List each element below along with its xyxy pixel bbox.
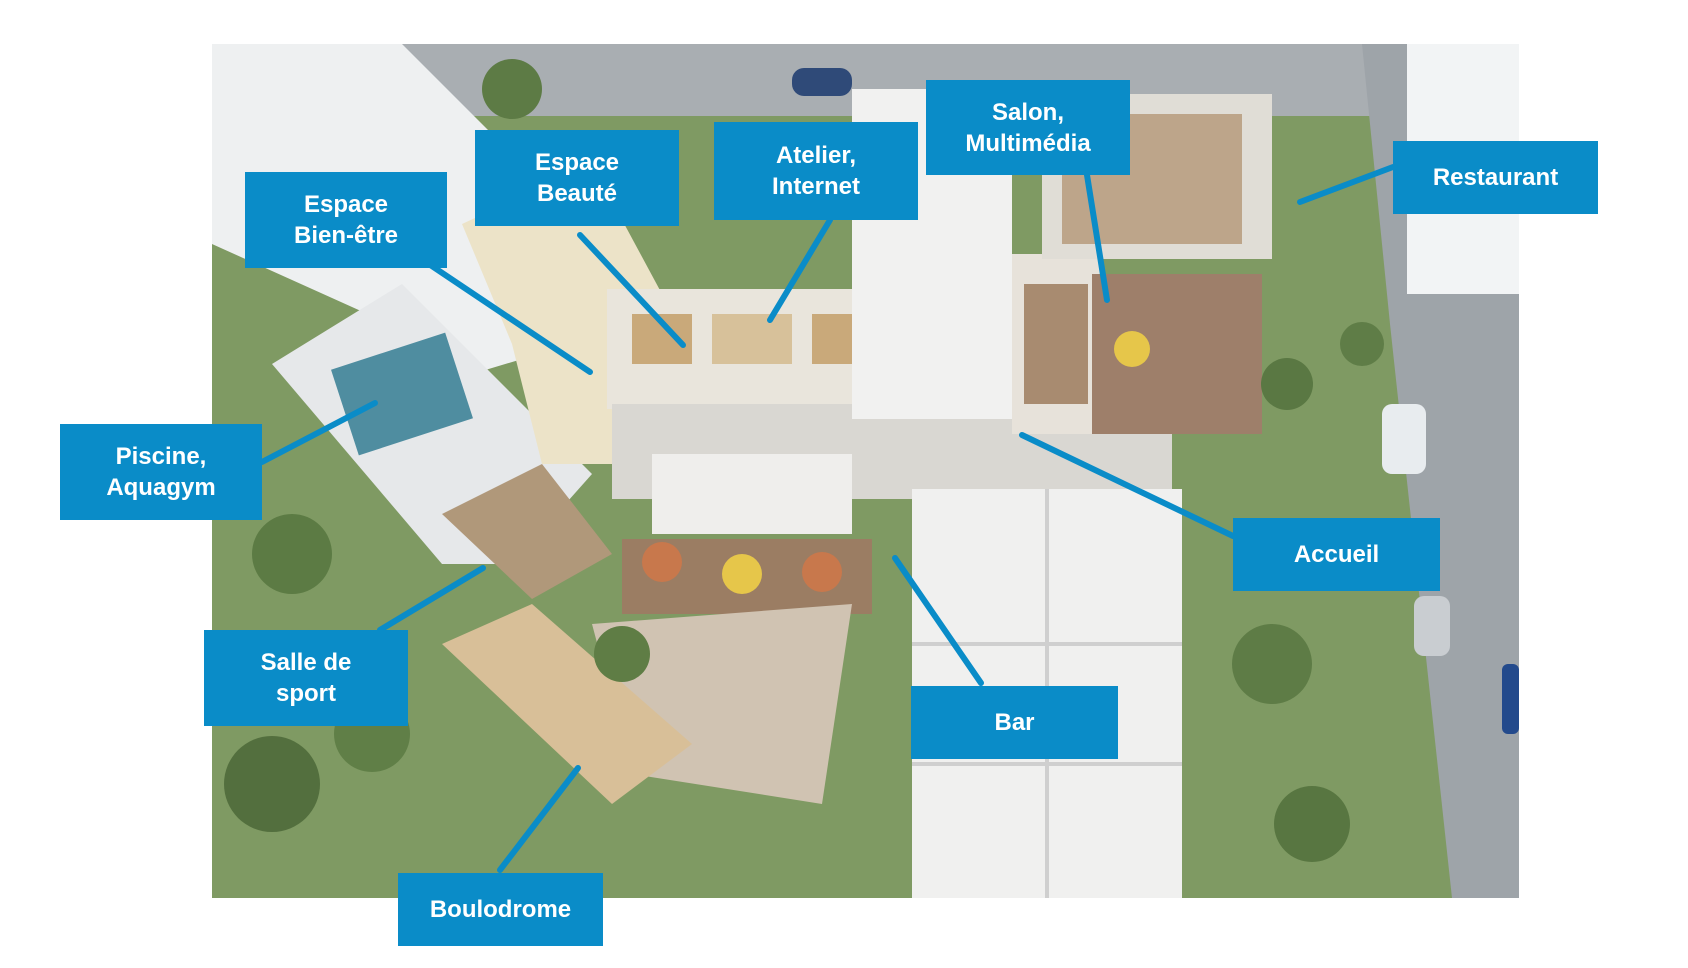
- label-espace-beaute: Espace Beauté: [475, 130, 679, 226]
- parasol-4: [1114, 331, 1150, 367]
- gym-floor: [442, 464, 612, 599]
- rooms-floor-1: [632, 314, 692, 364]
- tree-garden-1: [594, 626, 650, 682]
- tree-east-3: [1274, 786, 1350, 862]
- label-boulodrome: Boulodrome: [398, 873, 603, 946]
- boulodrome-court: [442, 604, 692, 804]
- tree-east-2: [1232, 624, 1312, 704]
- top-car: [792, 68, 852, 96]
- salon-floor: [1024, 284, 1088, 404]
- label-bar: Bar: [911, 686, 1118, 759]
- tree-east-4: [1340, 322, 1384, 366]
- parasol-2: [722, 554, 762, 594]
- parasol-3: [802, 552, 842, 592]
- label-restaurant: Restaurant: [1393, 141, 1598, 214]
- tree-left-2: [224, 736, 320, 832]
- right-car-3: [1502, 664, 1519, 734]
- label-salle-de-sport: Salle de sport: [204, 630, 408, 726]
- label-salon-multimedia: Salon, Multimédia: [926, 80, 1130, 175]
- label-atelier-internet: Atelier, Internet: [714, 122, 918, 220]
- tree-top: [482, 59, 542, 119]
- right-car-1: [1382, 404, 1426, 474]
- label-accueil: Accueil: [1233, 518, 1440, 591]
- tree-east-1: [1261, 358, 1313, 410]
- rooms-floor-2: [712, 314, 792, 364]
- right-car-2: [1414, 596, 1450, 656]
- bar-terrace: [652, 454, 852, 534]
- label-espace-bien-etre: Espace Bien-être: [245, 172, 447, 268]
- tree-left-1: [252, 514, 332, 594]
- label-piscine-aquagym: Piscine, Aquagym: [60, 424, 262, 520]
- parasol-1: [642, 542, 682, 582]
